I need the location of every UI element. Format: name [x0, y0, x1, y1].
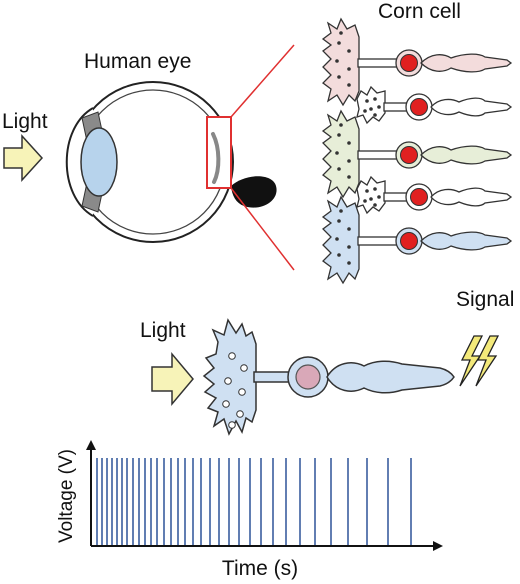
- corn-cell-4: [356, 175, 513, 215]
- x-axis-label: Time (s): [222, 557, 298, 580]
- light-label-top: Light: [2, 110, 48, 133]
- human-eye-label: Human eye: [84, 50, 191, 73]
- optic-nerve: [231, 176, 277, 208]
- corn-cell-1: [321, 17, 513, 107]
- corn-cell-2: [356, 85, 513, 125]
- outer-segment-large: [326, 360, 455, 394]
- zoom-line-bottom: [230, 187, 295, 271]
- nucleus-large: [295, 364, 321, 390]
- lens: [80, 127, 118, 197]
- zoom-line-top: [230, 44, 295, 118]
- light-label-bottom: Light: [140, 319, 186, 342]
- corn-cell-list: [321, 17, 513, 285]
- enlarged-corn-cell: [202, 318, 455, 436]
- light-arrow-bottom-icon: [151, 351, 194, 407]
- cell-body-large: [202, 318, 257, 436]
- corn-cell-label: Corn cell: [378, 0, 461, 23]
- signal-lightning-icon: [459, 335, 500, 387]
- signal-label: Signal: [456, 288, 514, 311]
- corn-cell-5: [321, 195, 513, 285]
- pulse-chart: Voltage (V) Time (s): [56, 440, 443, 580]
- human-eye-illustration: [65, 81, 277, 243]
- corn-cell-3: [321, 109, 513, 199]
- light-arrow-top-icon: [3, 134, 44, 182]
- spike-train: [96, 458, 412, 545]
- y-axis-label: Voltage (V): [56, 449, 77, 543]
